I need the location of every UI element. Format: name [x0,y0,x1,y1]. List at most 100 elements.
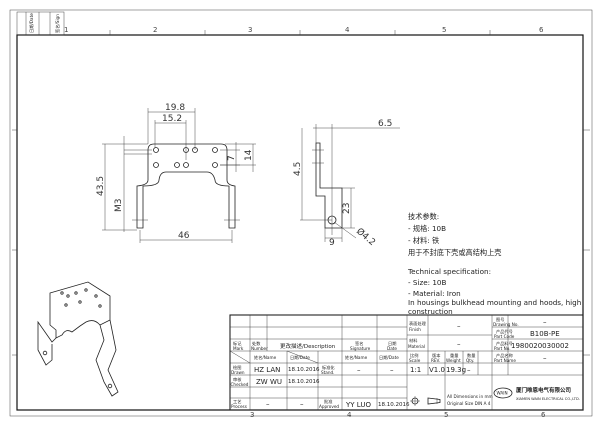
dim-m3: M3 [114,199,124,213]
rev-label-en: REV. [431,358,440,363]
dim-15-2: 15.2 [162,114,182,124]
drawing-no-label-cn: 图号 [496,317,504,323]
checked-label-cn: 审核 [233,376,242,383]
hdr-mark-cn: 标记 [233,340,242,347]
company-logo: WAIN [493,387,513,399]
hdr-name: 姓名/Name [254,354,277,361]
isometric-view [37,281,119,397]
hdr-number-en: Number [251,346,268,351]
zone-2: 2 [153,26,157,34]
hdr-number-cn: 处数 [252,340,261,347]
hdr-description: 更改描述/Description [280,342,336,350]
company-name-cn: 厦门唯恩电气有限公司 [516,386,571,394]
dimensions-note-2: Original Size DIN A 4 [447,401,491,406]
part-no-label-en: Part No. [494,346,511,351]
hdr-signature-cn: 签名 [355,340,363,347]
zone-6: 6 [539,26,544,34]
revision-box: 日期/Date 签名/Sign [16,11,65,36]
zone-5: 5 [442,26,446,34]
part-name-value: – [543,354,547,362]
process-name: – [266,400,270,408]
hdr-date2-2: 日期/Date [379,355,399,361]
part-code-label-en: Part Code [494,334,515,339]
qty-label-en: Qty. [466,358,474,363]
part-code-label-cn: 产品代号 [496,328,513,335]
technical-notes: 技术参数: - 规格: 10B - 材料: 铁 用于不封底下壳或高结构上壳 Te… [407,212,581,316]
dim-hole-diameter: Ø4.2 [354,226,377,248]
front-view: 19.8 15.2 43.5 M3 46 7 14 [96,103,256,243]
revision-sign-label: 签名/Sign [54,14,61,33]
hdr-date-en: Date [387,346,397,351]
checked-date: 18.10.2016 [288,379,320,385]
drawn-label-cn: 绘图 [233,364,241,371]
mounting-holes [153,147,218,168]
zone-4: 4 [345,26,350,34]
part-name-label-cn: 产品名称 [496,352,513,359]
note-en-4: construction [408,307,453,316]
note-cn-1: - 规格: 10B [408,224,446,233]
title-block: 标记 Mark 处数 Number 更改描述/Description 签名 Si… [229,314,584,411]
dim-46: 46 [178,231,190,241]
note-cn-3: 用于不封底下壳或高结构上壳 [408,248,501,257]
side-view: 6.5 4.5 23 9 Ø4.2 [293,119,400,248]
note-en-3: In housings bulkhead mounting and hoods,… [408,298,581,307]
hdr-mark-en: Mark [233,346,244,351]
zone-bottom-6: 6 [541,411,546,419]
dim-7: 7 [227,155,237,161]
approved-label-en: Approved [319,404,339,409]
scale-label-cn: 比例 [410,352,418,359]
drawing-no-label-en: Drawing No. [493,322,519,327]
zone-bottom-3: 3 [250,411,254,419]
weight-label-en: Weight [446,358,461,363]
stand-name: – [357,366,361,374]
hdr-date-cn: 日期 [388,341,396,347]
qty-value: – [467,366,471,374]
approved-name: YY LUO [345,401,371,409]
note-en-1: - Size: 10B [408,278,446,287]
stand-label-en: Stand. [321,370,335,375]
scale-value: 1:1 [410,366,421,374]
weight-value: 19.3g [446,366,466,374]
stand-label-cn: 标准化 [322,364,335,371]
logo-text: WAIN [497,391,508,396]
hdr-date2: 日期/Date [290,355,310,361]
dim-43-5: 43.5 [96,176,106,196]
dim-4-5: 4.5 [293,162,303,176]
checked-label-en: Checked [231,382,249,387]
process-label-cn: 工艺 [233,399,241,404]
part-name-label-en: Part Name [494,358,516,363]
finish-value: – [457,322,461,330]
process-date: – [300,400,304,408]
drawn-date: 18.10.2016 [288,367,320,373]
material-label-en: Material [408,344,425,349]
part-no-value: 1980020030002 [511,342,569,350]
finish-label-en: Finish [409,327,421,332]
zone-markers: 1 2 3 4 5 6 3 4 5 6 [12,26,590,419]
company-name-en: XIAMEN WAIN ELECTRICAL CO.,LTD. [516,397,580,401]
revision-date-label: 日期/Date [29,13,35,33]
process-label-en: Process [231,404,247,409]
approved-label-cn: 批准 [324,398,332,405]
part-code-value: B10B-PE [530,330,560,338]
zone-1: 1 [64,26,68,34]
projection-symbol-icon [410,396,441,406]
hdr-signature-en: Signature [350,346,371,351]
note-cn-2: - 材料: 铁 [408,236,439,245]
drawing-no-value: – [543,318,547,326]
dim-14: 14 [244,149,254,161]
finish-label-cn: 表面处理 [409,320,427,327]
stand-date: – [390,366,394,374]
dim-23: 23 [342,203,352,214]
approved-date: 18.10.2016 [378,402,410,408]
outer-border [9,9,593,417]
zone-bottom-4: 4 [347,411,352,419]
dim-19-8: 19.8 [165,103,185,113]
weight-label-cn: 重量 [450,352,458,359]
drawn-label-en: Drawn [231,370,245,375]
hdr-name-2: 姓名/Name [345,354,368,361]
checked-name: ZW WU [256,378,282,386]
zone-3: 3 [248,26,252,34]
note-en-2: - Material: Iron [408,289,461,298]
